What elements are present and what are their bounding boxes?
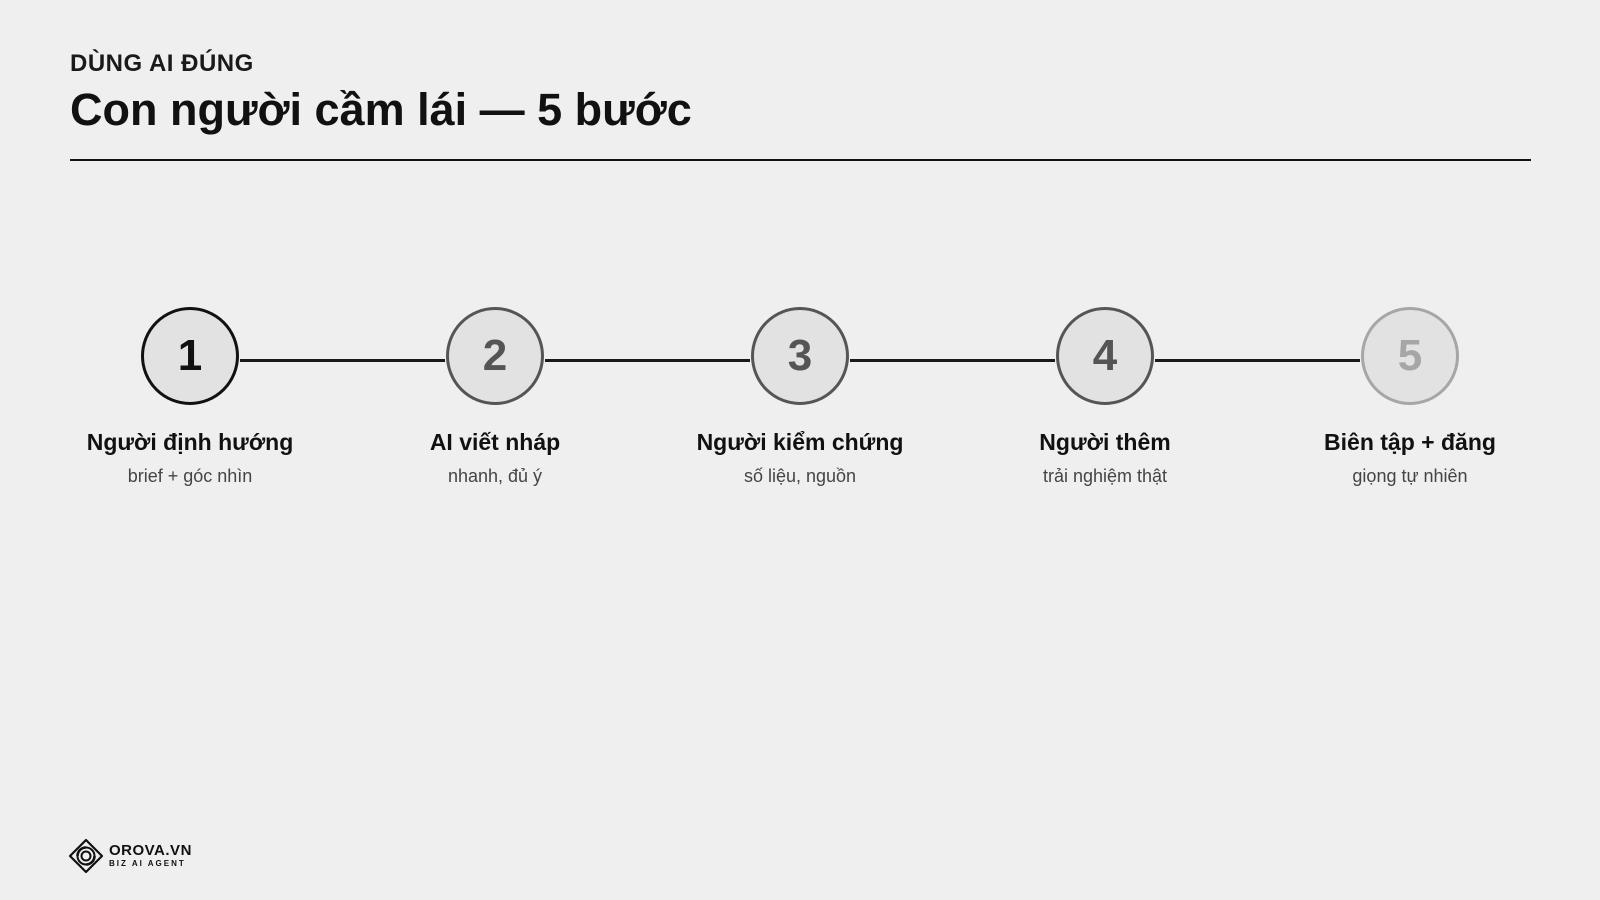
step-4: 4 Người thêm trải nghiệm thật	[985, 307, 1225, 487]
slide-title: Con người cầm lái — 5 bước	[70, 84, 692, 135]
step-description: số liệu, nguồn	[743, 466, 857, 486]
step-description: trải nghiệm thật	[1042, 466, 1168, 486]
step-number: 3	[787, 331, 813, 380]
step-label: Người định hướng	[86, 429, 294, 455]
title-divider	[70, 159, 1531, 161]
timeline-connector	[240, 359, 445, 362]
step-number-circle: 3	[751, 307, 849, 405]
step-number-circle: 5	[1361, 307, 1459, 405]
brand-logo: OROVA.VN BIZ AI AGENT	[68, 838, 192, 874]
step-number: 2	[482, 331, 508, 380]
step-description: nhanh, đủ ý	[447, 466, 543, 486]
step-label: Biên tập + đăng	[1324, 429, 1496, 455]
orova-logo-icon	[68, 838, 104, 874]
step-description: brief + góc nhìn	[127, 466, 253, 486]
slide-eyebrow: DÙNG AI ĐÚNG	[70, 50, 254, 77]
step-number-circle: 2	[446, 307, 544, 405]
brand-tagline: BIZ AI AGENT	[109, 859, 186, 869]
step-number-circle: 4	[1056, 307, 1154, 405]
step-number-circle: 1	[141, 307, 239, 405]
step-5: 5 Biên tập + đăng giọng tự nhiên	[1290, 307, 1530, 487]
timeline-connector	[850, 359, 1055, 362]
step-number: 4	[1092, 331, 1118, 380]
step-description: giọng tự nhiên	[1352, 466, 1468, 486]
step-number: 1	[177, 331, 203, 380]
step-label: AI viết nháp	[429, 429, 561, 455]
step-1: 1 Người định hướng brief + góc nhìn	[70, 307, 310, 487]
step-3: 3 Người kiểm chứng số liệu, nguồn	[680, 307, 920, 487]
step-2: 2 AI viết nháp nhanh, đủ ý	[375, 307, 615, 487]
timeline-connector	[545, 359, 750, 362]
step-label: Người thêm	[1039, 429, 1171, 455]
step-label: Người kiểm chứng	[696, 429, 904, 455]
brand-name: OROVA.VN	[109, 841, 192, 859]
timeline-connector	[1155, 359, 1360, 362]
step-number: 5	[1397, 331, 1423, 380]
